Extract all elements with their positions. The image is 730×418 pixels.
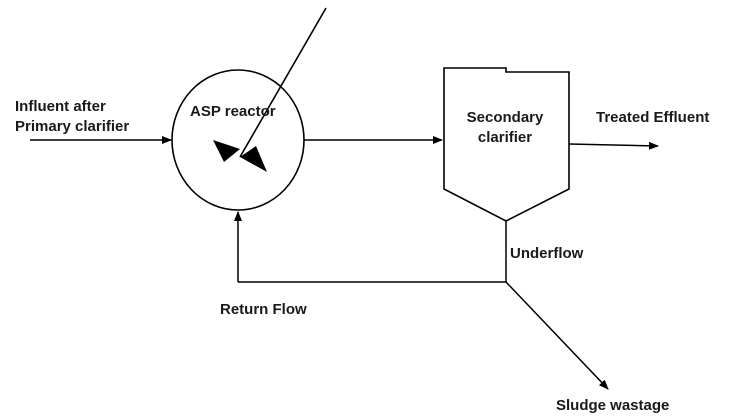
secondary-clarifier [443, 67, 570, 222]
underflow-label: Underflow [510, 245, 584, 262]
influent-label-line1: Influent after [15, 98, 106, 115]
sludge-wastage-label: Sludge wastage [556, 397, 670, 414]
clarifier-label-line2: clarifier [477, 129, 533, 146]
reactor-label: ASP reactor [190, 103, 276, 120]
asp-reactor [171, 69, 305, 211]
sludge-wastage-arrow [505, 281, 609, 390]
effluent-arrow [568, 141, 659, 150]
impeller-icon [213, 140, 267, 172]
treated-effluent-label: Treated Effluent [596, 109, 710, 126]
mixer-shaft [239, 7, 327, 158]
return-flow-label: Return Flow [220, 301, 307, 318]
clarifier-label-line1: Secondary [466, 109, 544, 126]
influent-label-line2: Primary clarifier [15, 118, 130, 135]
